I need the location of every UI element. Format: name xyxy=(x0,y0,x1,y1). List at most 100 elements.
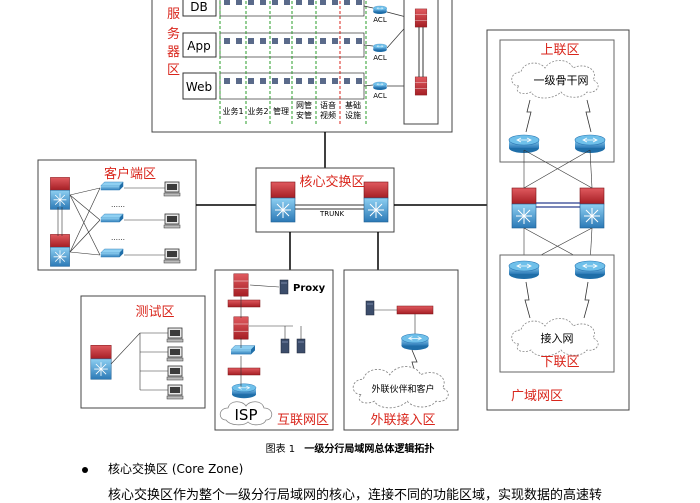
client-ellipsis-1: …… xyxy=(111,201,125,209)
server-row-app-label: App xyxy=(187,39,210,53)
wan-zone: 上联区 一级骨干网 接入网 下联区 广域网区 xyxy=(486,29,630,411)
access-net-label: 接入网 xyxy=(541,332,574,345)
server-zone-title-4: 区 xyxy=(167,63,180,78)
internet-router-top xyxy=(233,273,249,297)
section-bullet-text: 核心交换区 (Core Zone) xyxy=(108,462,244,476)
test-links xyxy=(110,332,168,391)
column-label-video: 视频 xyxy=(320,110,336,120)
downlink-bolt-left xyxy=(524,281,531,319)
downlink-title: 下联区 xyxy=(540,355,579,370)
test-zone: 测试区 xyxy=(80,295,206,409)
backbone-label: 一级骨干网 xyxy=(534,74,589,87)
client-zone-title: 客户端区 xyxy=(104,166,156,182)
server-row-app: App xyxy=(182,32,217,58)
internet-switch-blue xyxy=(230,345,256,355)
internet-server-2 xyxy=(296,338,306,354)
column-label-netmgmt: 网管 xyxy=(296,100,312,110)
server-dist-switch-2 xyxy=(414,76,428,96)
internet-firewall-1 xyxy=(227,299,261,308)
acl-label-3: ACL xyxy=(373,92,387,100)
acl-label-1: ACL xyxy=(373,16,387,24)
column-label-mgmt: 管理 xyxy=(273,106,289,116)
isp-label: ISP xyxy=(235,406,258,424)
proxy-label: Proxy xyxy=(293,283,326,294)
body-paragraph: 核心交换区作为整个一级分行局域网的核心，连接不同的功能区域，实现数据的高速转 xyxy=(108,488,603,503)
server-column-labels: 业务1 业务2 管理 网管 安管 语音 视频 基础 设施 xyxy=(222,100,361,120)
server-zone-title-2: 务 xyxy=(167,26,180,42)
wan-down-router-right xyxy=(574,260,606,280)
figure-caption-label: 图表 1 xyxy=(265,444,296,455)
server-row-web: Web xyxy=(182,72,217,100)
external-firewall xyxy=(396,305,434,315)
figure-caption: 图表 1 一级分行局域网总体逻辑拓扑 xyxy=(0,440,700,455)
uplink-title: 上联区 xyxy=(540,43,579,58)
wan-core-right xyxy=(579,187,605,229)
core-zone: 核心交换区 TRUNK xyxy=(255,167,395,233)
test-zone-title: 测试区 xyxy=(135,305,174,320)
client-pc-2 xyxy=(163,213,181,229)
acl-label-2: ACL xyxy=(373,54,387,62)
column-label-secmgmt: 安管 xyxy=(296,110,312,120)
server-zone: 服 务 器 区 DB App Web xyxy=(151,0,453,133)
internet-firewall-2 xyxy=(227,367,261,376)
server-zone-title-1: 服 xyxy=(167,7,180,22)
test-pc-4 xyxy=(166,384,184,400)
wan-core-left xyxy=(511,187,537,229)
server-row-web-label: Web xyxy=(186,80,212,94)
topology-diagram: 服 务 器 区 DB App Web xyxy=(37,0,630,431)
downlink-bolt-right xyxy=(583,281,590,319)
server-row-db-label: DB xyxy=(190,0,207,14)
column-label-biz1: 业务1 xyxy=(222,106,243,116)
client-access-2 xyxy=(100,213,124,223)
uplink-bolt-right xyxy=(585,99,592,133)
uplink-bolt-left xyxy=(525,99,532,133)
client-access-3 xyxy=(100,248,124,258)
client-ellipsis-2: …… xyxy=(111,234,125,242)
acl-router-2 xyxy=(373,43,387,53)
bullet-dot-icon xyxy=(82,466,88,473)
column-label-facility: 设施 xyxy=(345,110,361,120)
internet-router-bottom xyxy=(231,383,257,399)
wan-down-router-left xyxy=(508,260,540,280)
client-access-1 xyxy=(100,181,124,191)
wan-zone-title: 广域网区 xyxy=(511,389,563,404)
internet-zone-title: 互联网区 xyxy=(277,413,329,428)
proxy-server xyxy=(279,279,289,295)
test-pc-3 xyxy=(166,365,184,381)
internet-switch-mid xyxy=(233,316,249,340)
server-rack-units xyxy=(224,0,362,84)
core-trunk-label: TRUNK xyxy=(319,210,344,218)
internet-server-1 xyxy=(280,338,290,354)
column-label-infra: 基础 xyxy=(345,100,361,110)
test-pc-2 xyxy=(166,346,184,362)
client-switch-bottom xyxy=(50,233,70,267)
external-router xyxy=(401,333,429,351)
external-server xyxy=(365,300,375,316)
acl-router-3 xyxy=(373,81,387,91)
isp-cloud xyxy=(219,401,273,426)
server-dist-switch-1 xyxy=(414,8,428,28)
client-zone: 客户端区 …… …… xyxy=(37,159,197,271)
server-racks xyxy=(219,0,365,100)
external-zone-title: 外联接入区 xyxy=(370,412,435,428)
client-switch-top xyxy=(50,176,70,210)
core-zone-title: 核心交换区 xyxy=(299,174,364,190)
column-label-voice: 语音 xyxy=(320,100,336,110)
test-switch xyxy=(90,344,112,380)
client-pc-3 xyxy=(163,248,181,264)
external-zone: 外联伙伴和客户 外联接入区 xyxy=(343,269,459,431)
partner-label: 外联伙伴和客户 xyxy=(371,383,434,395)
internet-links xyxy=(240,284,302,387)
acl-router-1 xyxy=(373,5,387,15)
internet-zone: Proxy ISP 互联网区 xyxy=(214,269,334,431)
figure-caption-text: 一级分行局域网总体逻辑拓扑 xyxy=(304,444,435,455)
section-bullet: 核心交换区 (Core Zone) xyxy=(82,460,243,477)
column-label-biz2: 业务2 xyxy=(247,106,268,116)
server-row-db: DB xyxy=(182,0,217,17)
server-zone-title-3: 器 xyxy=(167,45,180,60)
client-links xyxy=(57,187,165,256)
client-pc-1 xyxy=(163,181,181,197)
core-switch-left xyxy=(270,181,296,223)
core-switch-right xyxy=(363,181,389,223)
test-pc-1 xyxy=(166,327,184,343)
